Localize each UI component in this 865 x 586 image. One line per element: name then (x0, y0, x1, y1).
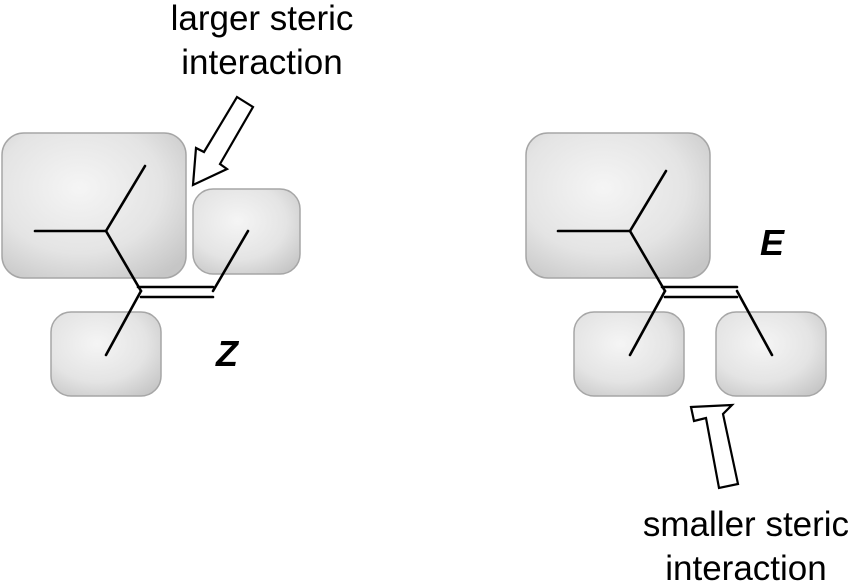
bottom-caption: smaller steric interaction (643, 505, 849, 586)
top-caption-line2: interaction (181, 43, 342, 82)
e-isomer: E (525, 132, 827, 397)
methyl-steric-blob-left (573, 311, 685, 397)
bond-alkene-methyl-down (104, 289, 143, 357)
isopropyl-steric-blob (1, 132, 187, 279)
isopropyl-steric-blob (525, 132, 711, 279)
bond-isopropyl-to-alkene (628, 229, 667, 293)
bond-alkene-methyl-up (211, 229, 250, 293)
e-isomer-label: E (760, 222, 785, 263)
bond-alkene-methyl-left (628, 289, 667, 357)
bottom-caption-line2: interaction (665, 549, 826, 586)
top-caption: larger steric interaction (171, 0, 354, 82)
top-caption-line1: larger steric (171, 0, 354, 38)
larger-interaction-arrow (191, 95, 255, 187)
bond-alkene-methyl-right (735, 289, 774, 357)
bond-isopropyl-to-alkene (104, 229, 143, 293)
bond-isopropyl-methyl-up (628, 169, 668, 233)
bottom-caption-line1: smaller steric (643, 505, 849, 544)
bond-isopropyl-methyl-up (104, 164, 147, 233)
z-isomer: Z (1, 132, 301, 397)
smaller-interaction-arrow (689, 403, 740, 490)
z-skeletal-structure (33, 164, 250, 357)
z-isomer-label: Z (215, 333, 240, 374)
e-skeletal-structure (556, 169, 774, 357)
